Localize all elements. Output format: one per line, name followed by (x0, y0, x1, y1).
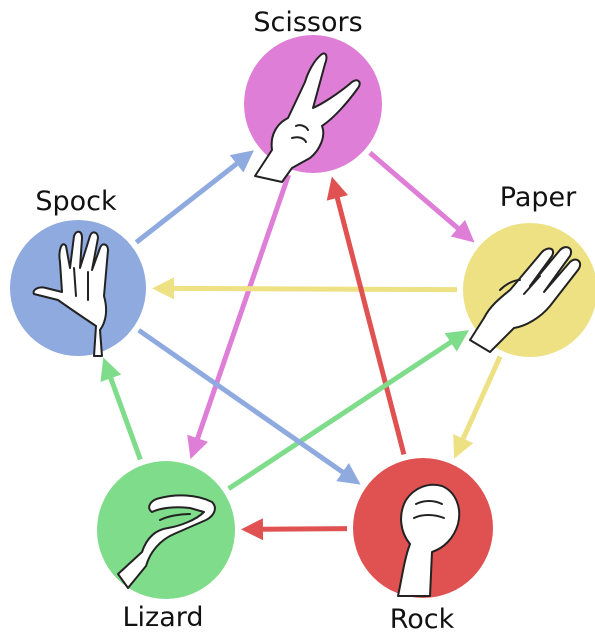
node-paper: Paper (463, 182, 595, 357)
arrow-head (187, 435, 208, 459)
arrow-paper-to-rock (453, 357, 500, 459)
node-rock: Rock (353, 458, 493, 634)
node-scissors: Scissors (244, 7, 382, 182)
arrow-shaft (139, 330, 344, 473)
arrow-scissors-to-paper (370, 153, 475, 243)
arrow-rock-to-lizard (241, 518, 347, 540)
arrow-head (327, 177, 348, 201)
node-lizard-label: Lizard (122, 602, 203, 633)
arrow-shaft (370, 153, 459, 230)
arrow-spock-to-scissors (136, 150, 254, 242)
node-scissors-label: Scissors (253, 7, 362, 38)
arrow-head (336, 463, 360, 485)
arrow-shaft (136, 163, 238, 243)
arrow-paper-to-spock (152, 277, 457, 299)
node-lizard: Lizard (97, 461, 235, 633)
arrow-shaft (110, 376, 140, 459)
node-paper-label: Paper (500, 182, 577, 213)
node-spock-label: Spock (35, 186, 117, 217)
arrow-shaft (261, 529, 347, 530)
arrow-shaft (172, 288, 457, 289)
arrow-scissors-to-lizard (187, 175, 288, 459)
arrow-head (152, 277, 174, 299)
arrow-head (241, 518, 263, 540)
arrow-head (445, 330, 469, 351)
node-rock-label: Rock (390, 604, 455, 634)
arrow-shaft (337, 196, 404, 454)
arrow-rock-to-scissors (327, 177, 404, 455)
arrow-shaft (462, 357, 500, 441)
node-spock: Spock (10, 186, 146, 356)
arrow-lizard-to-spock (100, 358, 140, 460)
